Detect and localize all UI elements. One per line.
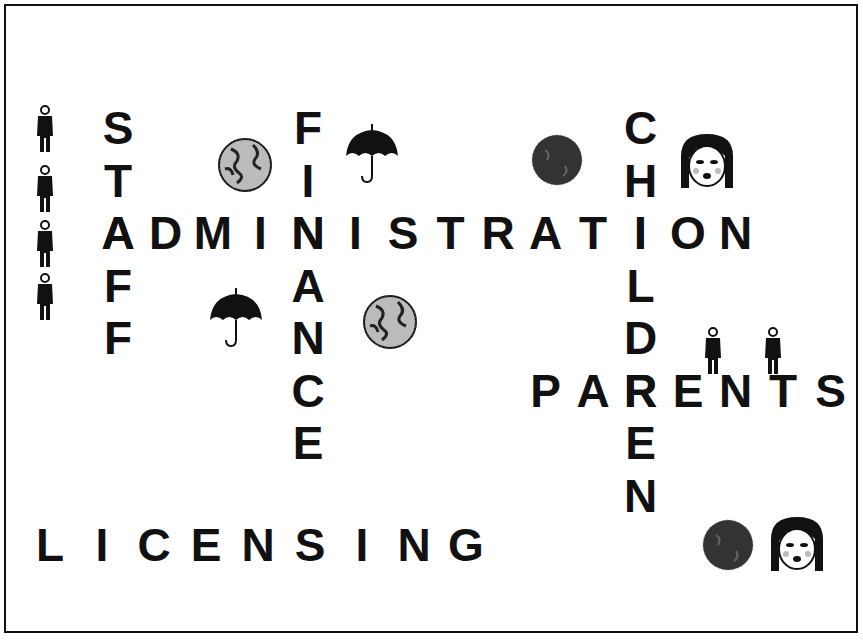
person-icon xyxy=(37,274,53,320)
word-letter: N xyxy=(285,208,331,258)
globe-icon xyxy=(532,135,582,185)
word-letter: T xyxy=(95,156,141,206)
umbrella-icon xyxy=(210,288,262,346)
word-letter: N xyxy=(391,520,437,570)
word-letter: F xyxy=(95,261,141,311)
word-letter: S xyxy=(95,103,141,153)
word-letter: L xyxy=(27,520,73,570)
globe-icon xyxy=(703,520,753,570)
word-letter: I xyxy=(333,208,379,258)
word-letter: E xyxy=(183,520,229,570)
word-letter: N xyxy=(618,471,664,521)
word-letter: A xyxy=(95,208,141,258)
person-icon xyxy=(37,106,53,152)
word-letter: R xyxy=(618,366,664,416)
word-letter: N xyxy=(713,366,759,416)
word-letter: E xyxy=(665,366,711,416)
word-letter: C xyxy=(131,520,177,570)
word-letter: I xyxy=(339,520,385,570)
word-letter: C xyxy=(618,103,664,153)
face-icon xyxy=(771,517,823,571)
globe-icon xyxy=(219,139,271,191)
word-letter: D xyxy=(618,313,664,363)
word-letter: N xyxy=(235,520,281,570)
globe-icon xyxy=(364,296,416,348)
word-letter: P xyxy=(523,366,569,416)
face-icon xyxy=(681,134,733,188)
word-letter: N xyxy=(285,208,331,258)
word-letter: G xyxy=(443,520,489,570)
word-letter: E xyxy=(618,418,664,468)
word-letter: N xyxy=(713,208,759,258)
word-letter: T xyxy=(428,208,474,258)
word-letter: S xyxy=(808,366,854,416)
word-letter: A xyxy=(95,208,141,258)
frame xyxy=(5,5,857,632)
umbrella-icon xyxy=(346,124,398,182)
person-icon xyxy=(37,166,53,212)
person-icon xyxy=(37,221,53,267)
word-letter: A xyxy=(285,261,331,311)
word-letter: A xyxy=(523,208,569,258)
word-letter: I xyxy=(618,208,664,258)
word-letter: R xyxy=(618,366,664,416)
word-letter: L xyxy=(618,261,664,311)
word-letter: S xyxy=(287,520,333,570)
word-letter: F xyxy=(285,103,331,153)
word-letter: I xyxy=(618,208,664,258)
word-letter: D xyxy=(143,208,189,258)
word-letter: I xyxy=(285,156,331,206)
word-letter: M xyxy=(190,208,236,258)
person-icon xyxy=(765,328,781,374)
word-letter: T xyxy=(570,208,616,258)
word-letter: A xyxy=(570,366,616,416)
word-letter: T xyxy=(760,366,806,416)
word-letter: O xyxy=(665,208,711,258)
word-letter: I xyxy=(238,208,284,258)
word-letter: S xyxy=(380,208,426,258)
word-letter: R xyxy=(475,208,521,258)
word-letter: I xyxy=(79,520,125,570)
word-letter: E xyxy=(285,418,331,468)
word-letter: C xyxy=(285,366,331,416)
word-letter: F xyxy=(95,313,141,363)
word-letter: N xyxy=(285,313,331,363)
word-letter: H xyxy=(618,156,664,206)
person-icon xyxy=(705,328,721,374)
